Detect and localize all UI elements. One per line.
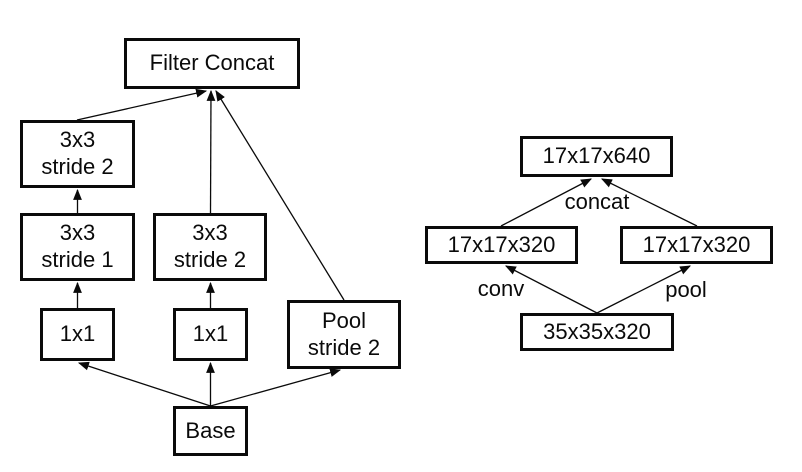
arrow-3x3s2-mid-to-filter-concat bbox=[206, 89, 216, 214]
node-3x3-stride1: 3x3 stride 1 bbox=[20, 213, 135, 281]
node-3x3-stride2-mid: 3x3 stride 2 bbox=[153, 213, 267, 281]
arrow-base-to-1x1-left bbox=[77, 361, 211, 407]
node-filter-concat: Filter Concat bbox=[124, 38, 300, 89]
edge-label-pool: pool bbox=[665, 277, 707, 302]
node-pool-stride2: Pool stride 2 bbox=[287, 300, 401, 369]
node-right-branch-17x17x320: 17x17x320 bbox=[620, 226, 773, 264]
node-output-17x17x640: 17x17x640 bbox=[520, 136, 673, 177]
node-1x1-left: 1x1 bbox=[40, 308, 115, 361]
node-input-35x35x320: 35x35x320 bbox=[520, 313, 674, 351]
arrow-right-branch-to-output bbox=[601, 178, 698, 227]
arrow-input-to-right-branch bbox=[596, 265, 691, 314]
edge-label-conv: conv bbox=[477, 276, 525, 301]
node-left-branch-17x17x320: 17x17x320 bbox=[425, 226, 578, 264]
node-3x3-stride2-upper: 3x3 stride 2 bbox=[20, 120, 135, 188]
node-base: Base bbox=[173, 406, 248, 456]
arrow-pool-to-filter-concat bbox=[215, 90, 345, 301]
edge-label-concat: concat bbox=[564, 189, 630, 214]
arrow-input-to-left-branch bbox=[505, 265, 598, 314]
node-1x1-mid: 1x1 bbox=[173, 308, 248, 361]
arrow-3x3s2-upper-to-filter-concat bbox=[76, 88, 208, 121]
arrow-left-branch-to-output bbox=[500, 178, 592, 227]
arrow-base-to-pool bbox=[210, 368, 342, 407]
